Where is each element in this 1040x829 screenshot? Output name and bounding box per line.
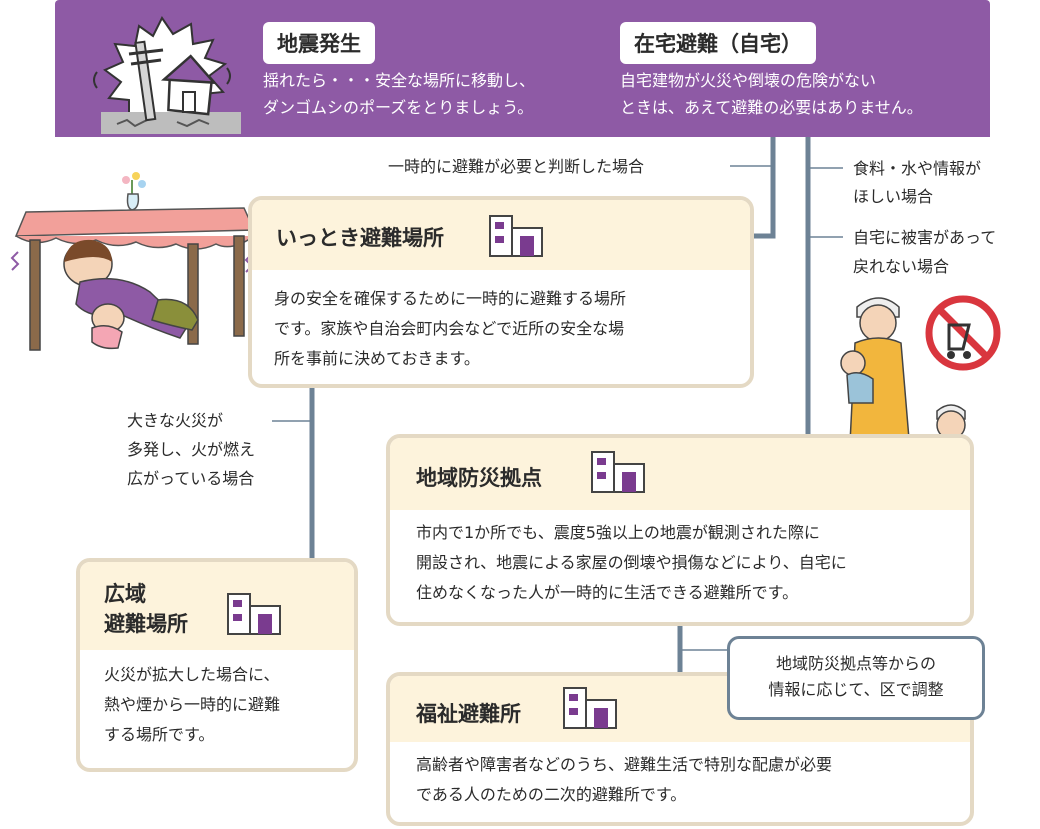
card-body-line-3: 所を事前に決めておきます。 — [274, 349, 480, 368]
card-wide-area-evacuation-site: 広域 避難場所 火災が拡大した場合に、 熱や煙から一時的に避難 する場所です。 — [76, 558, 358, 772]
card-header: 地域防災拠点 — [390, 438, 970, 510]
card-body-line-2: です。家族や自治会町内会などで近所の安全な場 — [274, 319, 625, 338]
building-icon — [563, 687, 617, 729]
card-body-line-2: 熱や煙から一時的に避難 — [104, 695, 281, 714]
card-header: 広域 避難場所 — [80, 562, 354, 650]
card-header: 福祉避難所 — [390, 676, 970, 742]
note-line-1: 地域防災拠点等からの — [775, 654, 936, 673]
earthquake-illustration — [93, 16, 241, 134]
building-icon — [227, 593, 281, 635]
coordination-note: 地域防災拠点等からの 情報に応じて、区で調整 — [727, 636, 985, 720]
home-evacuation-text-line-1: 自宅建物が火災や倒壊の危険がない — [620, 71, 877, 90]
card-body-line-1: 身の安全を確保するために一時的に避難する場所 — [274, 289, 627, 308]
label-large-fire-line-2: 多発し、火が燃え — [127, 440, 256, 459]
home-evacuation-title: 在宅避難（自宅） — [620, 22, 816, 64]
note-line-2: 情報に応じて、区で調整 — [768, 680, 944, 699]
table-shelter-illustration — [10, 172, 256, 351]
label-large-fire-line-3: 広がっている場合 — [127, 469, 255, 488]
card-body-line-3: 住めなくなった人が一時的に生活できる避難所です。 — [416, 583, 799, 602]
label-temporary-needed: 一時的に避難が必要と判断した場合 — [388, 157, 645, 176]
card-title-line-2: 避難場所 — [104, 612, 188, 636]
label-cannot-return-line-2: 戻れない場合 — [853, 257, 950, 276]
earthquake-title: 地震発生 — [263, 22, 375, 64]
card-body-line-1: 市内で1か所でも、震度5強以上の地震が観測された際に — [416, 523, 820, 542]
card-title: 地域防災拠点 — [416, 466, 542, 490]
building-icon — [489, 215, 543, 257]
label-cannot-return-line-1: 自宅に被害があって — [853, 228, 997, 247]
label-need-supplies-line-2: ほしい場合 — [853, 187, 934, 206]
building-icon — [591, 451, 645, 493]
card-body-line-2: 開設され、地震による家屋の倒壊や損傷などにより、自宅に — [416, 553, 847, 572]
card-title: 福祉避難所 — [416, 702, 521, 726]
earthquake-text-line-1: 揺れたら・・・安全な場所に移動し、 — [263, 71, 536, 90]
label-large-fire-line-1: 大きな火災が — [127, 411, 224, 430]
card-body-line-1: 高齢者や障害者などのうち、避難生活で特別な配慮が必要 — [416, 755, 833, 774]
card-body-line-1: 火災が拡大した場合に、 — [104, 665, 280, 684]
card-regional-disaster-base: 地域防災拠点 市内で1か所でも、震度5強以上の地震が観測された際に 開設され、地… — [386, 434, 974, 626]
label-need-supplies-line-1: 食料・水や情報が — [853, 159, 982, 178]
card-body-line-2: である人のための二次的避難所です。 — [416, 785, 687, 804]
home-evacuation-text-line-2: ときは、あえて避難の必要はありません。 — [620, 98, 923, 117]
card-header: いっとき避難場所 — [252, 200, 750, 270]
earthquake-banner: 地震発生 揺れたら・・・安全な場所に移動し、 ダンゴムシのポーズをとりましょう。… — [55, 0, 990, 137]
earthquake-text-line-2: ダンゴムシのポーズをとりましょう。 — [263, 98, 534, 117]
card-title-line-1: 広域 — [104, 582, 146, 606]
card-temporary-evacuation-site: いっとき避難場所 身の安全を確保するために一時的に避難する場所 です。家族や自治… — [248, 196, 754, 388]
card-body-line-3: する場所です。 — [104, 725, 215, 744]
card-title: いっとき避難場所 — [276, 226, 444, 250]
